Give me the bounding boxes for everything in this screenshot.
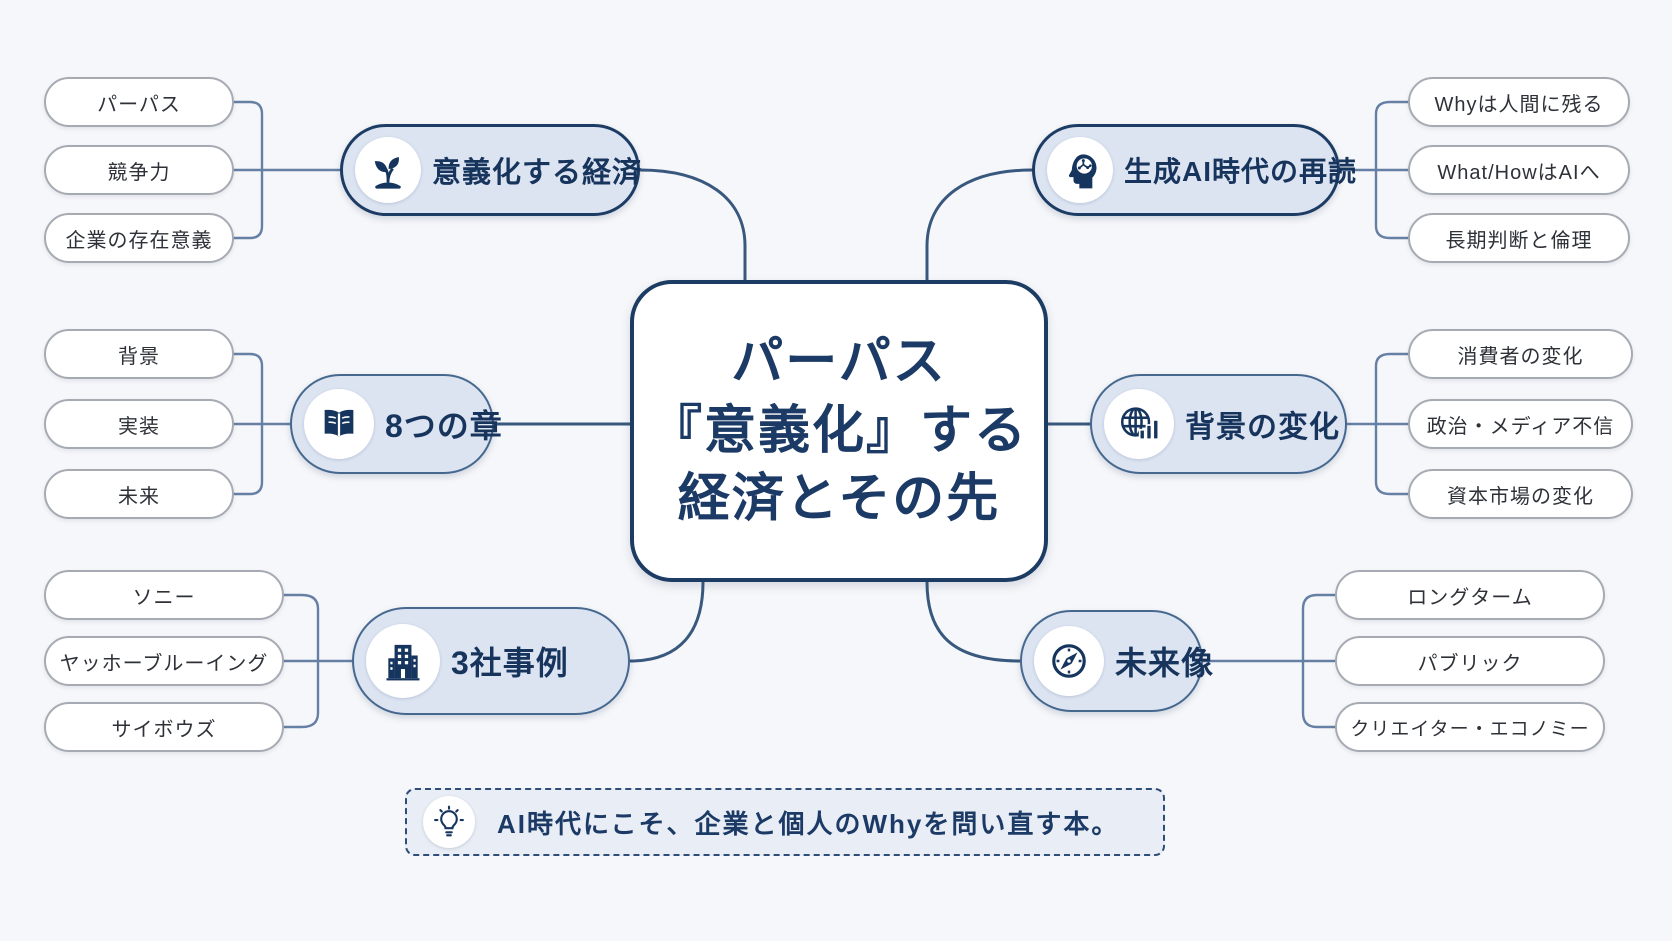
globe-chart-icon — [1104, 389, 1174, 459]
child-node: Whyは人間に残る — [1408, 77, 1630, 127]
branch-label: 未来像 — [1115, 645, 1215, 681]
compass-icon — [1034, 626, 1104, 696]
seedling-icon — [355, 137, 421, 203]
center-topic-node: パーパス 『意義化』する 経済とその先 — [630, 280, 1048, 582]
child-node: 消費者の変化 — [1408, 329, 1633, 379]
center-title-line: 『意義化』する — [649, 401, 1028, 460]
child-node: What/HowはAIへ — [1408, 145, 1630, 195]
branch-label: 背景の変化 — [1185, 411, 1340, 444]
key-message-text: AI時代にこそ、企業と個人のWhyを問い直す本。 — [497, 808, 1120, 839]
branch-label: 8つの章 — [385, 408, 503, 444]
ai-head-icon — [1047, 137, 1113, 203]
branch-node-ai-era: 生成AI時代の再読 — [1032, 124, 1356, 216]
branch-node-future-image: 未来像 — [1020, 610, 1213, 712]
child-node: サイボウズ — [44, 702, 284, 752]
child-node: 実装 — [44, 399, 234, 449]
center-title-line: 経済とその先 — [677, 470, 1001, 529]
branch-node-cases: 3社事例 — [352, 607, 630, 715]
child-node: 企業の存在意義 — [44, 213, 234, 263]
child-node: 背景 — [44, 329, 234, 379]
child-node: 資本市場の変化 — [1408, 469, 1633, 519]
child-node: 競争力 — [44, 145, 234, 195]
branch-label: 3社事例 — [451, 645, 569, 681]
child-node: ソニー — [44, 570, 284, 620]
branch-node-background-change: 背景の変化 — [1090, 374, 1347, 474]
center-title-line: パーパス — [731, 333, 947, 392]
child-node: 政治・メディア不信 — [1408, 399, 1633, 449]
key-message-callout: AI時代にこそ、企業と個人のWhyを問い直す本。 — [405, 788, 1165, 856]
child-node: ロングターム — [1335, 570, 1605, 620]
child-node: クリエイター・エコノミー — [1335, 702, 1605, 752]
building-icon — [366, 624, 440, 698]
branch-node-economy: 意義化する経済 — [340, 124, 643, 216]
child-node: パブリック — [1335, 636, 1605, 686]
child-node: 未来 — [44, 469, 234, 519]
branch-label: 意義化する経済 — [432, 157, 643, 189]
child-node: 長期判断と倫理 — [1408, 213, 1630, 263]
branch-label: 生成AI時代の再読 — [1124, 156, 1358, 187]
child-node: ヤッホーブルーイング — [44, 636, 284, 686]
open-book-icon — [304, 389, 374, 459]
branch-node-chapters: 8つの章 — [290, 374, 502, 474]
child-node: パーパス — [44, 77, 234, 127]
lightbulb-icon — [423, 796, 475, 848]
